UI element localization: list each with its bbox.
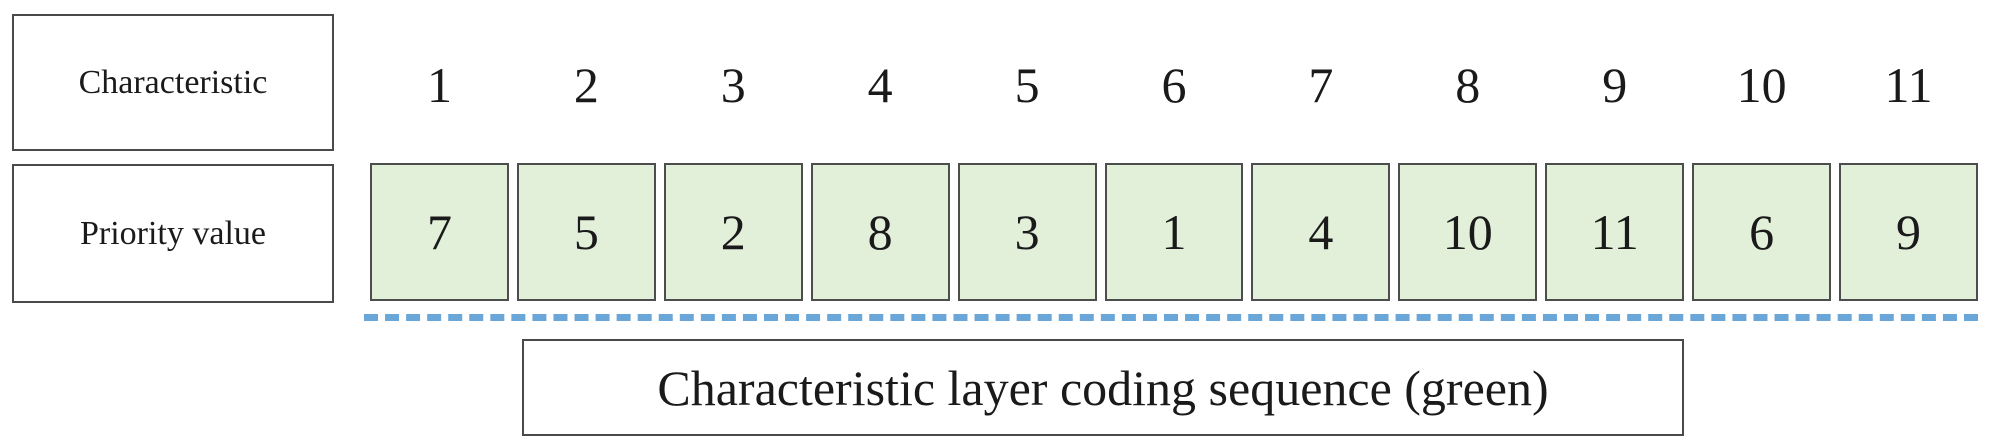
priority-value-cell: 6 bbox=[1692, 163, 1832, 301]
characteristic-index-row: 1 2 3 4 5 6 7 8 9 10 11 bbox=[370, 40, 1978, 130]
characteristic-index: 10 bbox=[1736, 57, 1787, 113]
priority-value-row: 7 5 2 8 3 1 4 10 11 6 9 bbox=[370, 163, 1978, 301]
characteristic-index: 9 bbox=[1602, 57, 1628, 113]
priority-value-cell: 9 bbox=[1839, 163, 1978, 301]
characteristic-index: 11 bbox=[1884, 57, 1933, 113]
characteristic-index: 8 bbox=[1455, 57, 1481, 113]
sequence-caption: Characteristic layer coding sequence (gr… bbox=[657, 359, 1549, 416]
priority-value-cell: 2 bbox=[663, 163, 803, 301]
characteristic-label: Characteristic bbox=[78, 63, 268, 101]
priority-value-cell: 1 bbox=[1104, 163, 1244, 301]
characteristic-index: 4 bbox=[867, 57, 893, 113]
priority-value-cell: 10 bbox=[1398, 163, 1538, 301]
priority-value-cell: 4 bbox=[1251, 163, 1391, 301]
characteristic-index: 1 bbox=[426, 57, 452, 113]
priority-value-cell: 11 bbox=[1545, 163, 1685, 301]
characteristic-index: 7 bbox=[1308, 57, 1334, 113]
priority-value-cell: 5 bbox=[516, 163, 656, 301]
priority-value-cell: 3 bbox=[957, 163, 1097, 301]
characteristic-index: 5 bbox=[1014, 57, 1040, 113]
priority-value-cell: 8 bbox=[810, 163, 950, 301]
priority-value-label-box: Priority value bbox=[12, 164, 334, 303]
priority-value-label: Priority value bbox=[79, 214, 267, 252]
priority-value-cell: 7 bbox=[370, 163, 509, 301]
characteristic-index: 3 bbox=[720, 57, 746, 113]
characteristic-index: 6 bbox=[1161, 57, 1187, 113]
characteristic-index: 2 bbox=[573, 57, 599, 113]
sequence-divider bbox=[364, 314, 1978, 321]
characteristic-label-box: Characteristic bbox=[12, 14, 334, 151]
sequence-caption-box: Characteristic layer coding sequence (gr… bbox=[522, 339, 1684, 436]
